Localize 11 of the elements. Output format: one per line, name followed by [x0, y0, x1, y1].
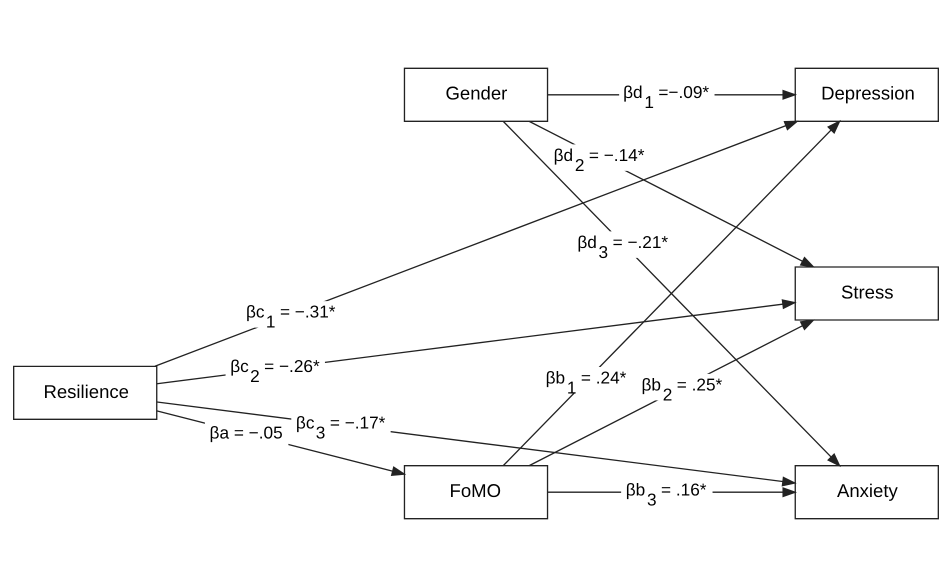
arrow — [528, 319, 815, 466]
node-box: FoMO — [404, 465, 548, 520]
edge-label: βa = −.05 — [210, 422, 283, 442]
node-box: Gender — [404, 68, 548, 122]
node-box: Resilience — [13, 366, 158, 420]
arrow — [154, 120, 799, 367]
arrow — [156, 401, 797, 487]
node-box: Depression — [794, 68, 939, 122]
node-box: Stress — [794, 266, 939, 321]
arrow — [528, 120, 815, 268]
node-box: Anxiety — [794, 465, 939, 520]
